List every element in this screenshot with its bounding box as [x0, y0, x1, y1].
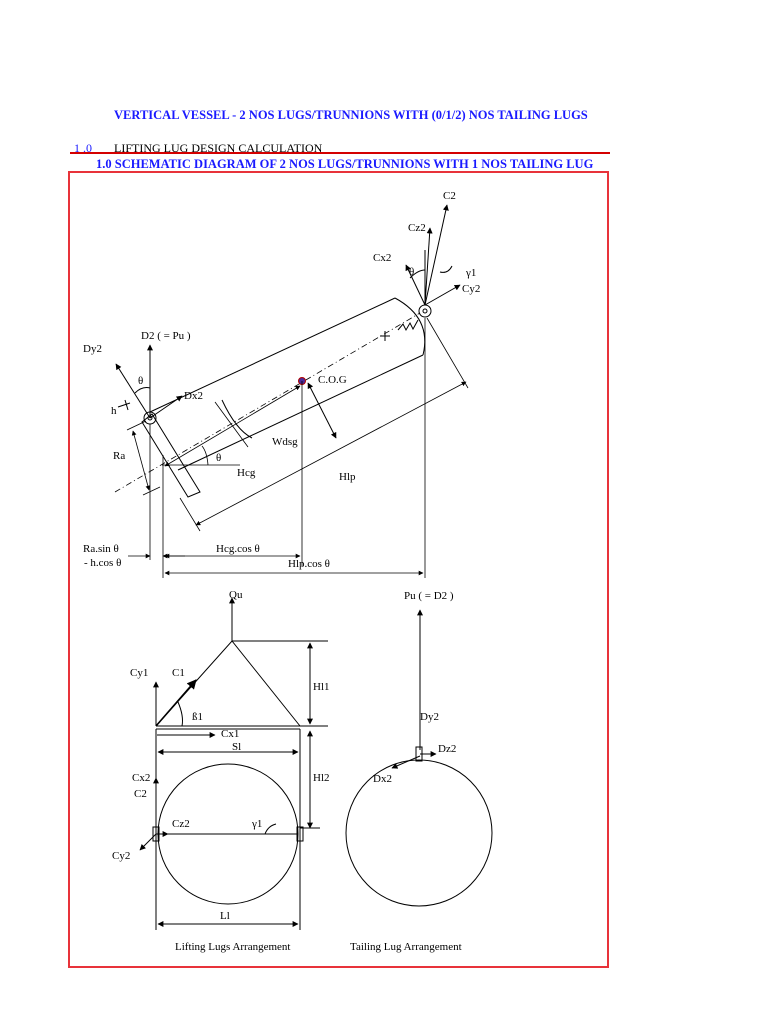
label-ra-sin: Ra.sin θ [83, 543, 119, 555]
left-labels: D2 ( = Pu ) Dy2 θ Dx2 h Ra [83, 330, 203, 462]
label-cz2-l: Cz2 [172, 818, 190, 830]
left-force-arrows [115, 344, 183, 419]
vertical-reference-lines [149, 318, 426, 578]
lifting-arrangement [139, 597, 328, 930]
label-theta-top: θ [409, 266, 414, 278]
label-d2: D2 ( = Pu ) [141, 330, 191, 342]
label-hcg: Hcg [237, 467, 256, 479]
bottom-dimensions [128, 553, 424, 576]
label-dx2-t: Dx2 [373, 773, 392, 785]
label-hl1: Hl1 [313, 681, 330, 693]
label-theta-angle: θ [216, 452, 221, 464]
label-c2: C2 [443, 190, 456, 202]
label-beta1: ß1 [192, 711, 203, 723]
label-c1: C1 [172, 667, 185, 679]
label-dz2: Dz2 [438, 743, 456, 755]
subsection-title: 1.0 SCHEMATIC DIAGRAM OF 2 NOS LUGS/TRUN… [96, 157, 594, 171]
page-title: VERTICAL VESSEL - 2 NOS LUGS/TRUNNIONS W… [114, 108, 588, 122]
label-cy1: Cy1 [130, 667, 148, 679]
label-dx2: Dx2 [184, 390, 203, 402]
label-cog: C.O.G [318, 374, 347, 386]
label-wdsg: Wdsg [272, 436, 298, 448]
lifting-caption: Lifting Lugs Arrangement [175, 941, 290, 953]
lug-left [141, 411, 201, 498]
theta-arc [201, 445, 209, 466]
red-rule [70, 152, 610, 154]
label-gamma1-top: γ1 [465, 267, 476, 279]
tailing-labels: Pu ( = D2 ) Dy2 Dz2 Dx2 Tailing Lug Arra… [350, 590, 462, 953]
label-qu: Qu [229, 589, 243, 601]
tailing-caption: Tailing Lug Arrangement [350, 941, 462, 953]
diagram-frame [68, 171, 609, 968]
label-ra: Ra [113, 450, 125, 462]
label-gamma1-l: γ1 [251, 818, 262, 830]
label-sl: Sl [232, 741, 241, 753]
label-hlp-cos: Hlp.cos θ [288, 558, 330, 570]
label-hcg-cos: Hcg.cos θ [216, 543, 260, 555]
trunnion-top [380, 304, 432, 341]
label-c2-l: C2 [134, 788, 147, 800]
label-theta-left: θ [138, 375, 143, 387]
label-cx2-l: Cx2 [132, 772, 150, 784]
label-cx1: Cx1 [221, 728, 239, 740]
label-cy2: Cy2 [462, 283, 480, 295]
label-pu: Pu ( = D2 ) [404, 590, 454, 602]
label-h: h [111, 405, 117, 417]
label-hl2: Hl2 [313, 772, 330, 784]
top-force-arrows [405, 204, 461, 306]
label-dy2-t: Dy2 [420, 711, 439, 723]
label-cy2-l: Cy2 [112, 850, 130, 862]
label-cx2: Cx2 [373, 252, 391, 264]
section-title: LIFTING LUG DESIGN CALCULATION [114, 141, 323, 155]
top-labels: C2 Cz2 Cx2 θ γ1 Cy2 [373, 190, 480, 295]
tailing-arrangement [345, 609, 493, 907]
label-dy2: Dy2 [83, 343, 102, 355]
label-cz2: Cz2 [408, 222, 426, 234]
label-hlp: Hlp [339, 471, 356, 483]
ra-dimension [126, 420, 161, 496]
section-number: 1 .0 [74, 141, 92, 155]
lifting-labels: Qu Cy1 C1 ß1 Hl1 Cx1 Sl Cx2 C2 Hl2 Cz2 γ… [112, 589, 330, 953]
hlp-dimension [179, 317, 469, 532]
wdsg-arrow [307, 382, 337, 439]
label-h-cos: - h.cos θ [84, 557, 121, 569]
label-ll: Ll [220, 910, 230, 922]
